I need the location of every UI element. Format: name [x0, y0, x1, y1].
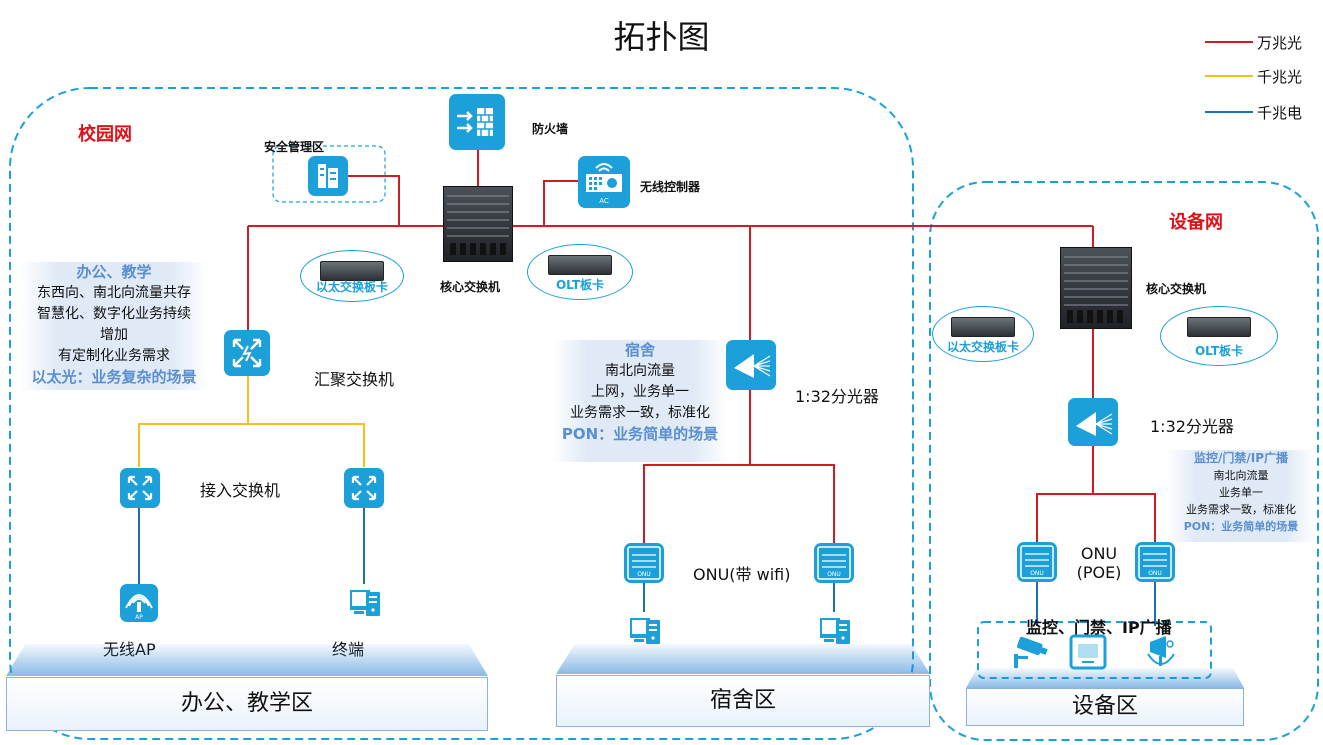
access-switch-icon[interactable] [120, 468, 160, 508]
legend-label: 千兆电 [1257, 104, 1303, 122]
onu-icon[interactable]: ONU [814, 543, 854, 583]
office-info-line: 智慧化、数字化业务持续 [37, 306, 191, 322]
ethernet-card-bubble: 以太交换板卡 [932, 306, 1034, 362]
ethernet-card-label: 以太交换板卡 [315, 280, 388, 294]
legend-label: 万兆光 [1257, 34, 1303, 52]
splitter-2-label: 1:32分光器 [1150, 417, 1234, 436]
firewall-label: 防火墙 [532, 122, 569, 136]
monitor-group-boundary [977, 621, 1212, 679]
line-card-icon [951, 317, 1015, 337]
chassis-slots-icon [1064, 256, 1128, 323]
equipment-info-footer: PON：业务简单的场景 [1183, 520, 1299, 533]
office-info-line: 东西向、南北向流量共存 [37, 285, 191, 301]
core-switch-chassis[interactable] [443, 186, 513, 262]
ethernet-card-bubble: 以太交换板卡 [300, 250, 404, 302]
monitor-group-label: 监控、门禁、IP广播 [1026, 618, 1172, 637]
ap-badge: AP [135, 614, 143, 621]
equipment-info-line: 南北向流量 [1213, 469, 1269, 482]
equipment-info-title: 监控/门禁/IP广播 [1193, 451, 1289, 465]
chassis-slots-icon [447, 195, 509, 255]
equipment-area-label: 设备区 [1071, 694, 1138, 719]
dorm-info-line: 上网，业务单一 [591, 384, 689, 400]
core-switch-label: 核心交换机 [440, 280, 501, 294]
aggregation-switch-icon[interactable] [224, 330, 270, 376]
equipment-info-box: 监控/门禁/IP广播 南北向流量 业务单一 业务需求一致，标准化 PON：业务简… [1166, 450, 1316, 542]
office-area-base: 办公、教学区 [6, 677, 488, 731]
office-area-platform [6, 644, 488, 676]
office-info-box: 办公、教学 东西向、南北向流量共存 智慧化、数字化业务持续 增加 有定制化业务需… [20, 262, 208, 390]
dorm-area-platform [556, 644, 930, 674]
equipment-info-line: 业务需求一致，标准化 [1186, 503, 1296, 516]
onu-badge: ONU [1148, 570, 1162, 577]
office-info-line: 增加 [100, 327, 128, 343]
access-switch-label: 接入交换机 [200, 481, 281, 500]
terminal-icon[interactable] [346, 584, 384, 622]
equipment-area-base: 设备区 [966, 688, 1244, 726]
equipment-area-platform [966, 668, 1244, 688]
olt-card-label: OLT板卡 [1194, 344, 1244, 358]
legend-label: 千兆光 [1257, 68, 1303, 86]
firewall-icon[interactable] [449, 94, 505, 150]
office-info-line: 有定制化业务需求 [58, 348, 170, 364]
ac-badge: AC [599, 197, 609, 205]
onu-poe-label: ONU (POE) [1076, 544, 1122, 582]
dorm-area-base: 宿舍区 [556, 675, 930, 727]
onu-icon[interactable]: ONU [1135, 542, 1175, 582]
office-info-title: 办公、教学 [76, 263, 152, 281]
splitter-label: 1:32分光器 [795, 387, 879, 406]
line-card-icon [548, 255, 612, 275]
olt-card-bubble: OLT板卡 [527, 244, 633, 300]
ethernet-card-label: 以太交换板卡 [946, 340, 1019, 354]
wireless-controller-icon[interactable]: AC [578, 156, 630, 208]
page-title: 拓扑图 [613, 18, 710, 56]
dorm-info-footer: PON：业务简单的场景 [561, 425, 719, 443]
legend-swatch [1205, 111, 1253, 113]
core-switch-chassis[interactable] [1060, 247, 1132, 329]
broadcast-speaker-icon[interactable] [1140, 630, 1182, 672]
olt-card-bubble: OLT板卡 [1160, 306, 1278, 366]
terminal-icon[interactable] [816, 612, 854, 650]
line-card-icon [1187, 317, 1251, 337]
onu-badge: ONU [1030, 570, 1044, 577]
access-control-icon[interactable] [1068, 632, 1108, 672]
wireless-ap-icon[interactable]: AP [120, 584, 158, 622]
dorm-info-line: 南北向流量 [605, 363, 675, 379]
legend-swatch [1205, 75, 1253, 77]
onu-badge: ONU [637, 571, 651, 578]
camera-icon[interactable] [1008, 630, 1050, 672]
terminal-icon[interactable] [626, 612, 664, 650]
onu-icon[interactable]: ONU [1017, 542, 1057, 582]
server-icon[interactable] [308, 156, 348, 196]
core-switch-2-label: 核心交换机 [1146, 282, 1207, 296]
campus-network-label: 校园网 [78, 124, 132, 145]
splitter-icon[interactable] [726, 340, 776, 390]
splitter-icon[interactable] [1068, 398, 1118, 446]
wireless-controller-label: 无线控制器 [640, 180, 701, 194]
dorm-info-box: 宿舍 南北向流量 上网，业务单一 业务需求一致，标准化 PON：业务简单的场景 [552, 340, 728, 462]
onu-wifi-label: ONU(带 wifi) [693, 565, 791, 584]
dorm-area-label: 宿舍区 [709, 688, 776, 713]
aggregation-switch-label: 汇聚交换机 [314, 370, 395, 389]
security-zone-label: 安全管理区 [264, 140, 325, 154]
onu-badge: ONU [827, 571, 841, 578]
line-card-icon [320, 261, 384, 281]
onu-icon[interactable]: ONU [624, 543, 664, 583]
equipment-network-boundary [929, 181, 1319, 741]
office-area-label: 办公、教学区 [180, 691, 313, 716]
office-info-footer: 以太光：业务复杂的场景 [31, 368, 197, 386]
access-switch-icon[interactable] [344, 468, 384, 508]
dorm-info-title: 宿舍 [624, 341, 655, 359]
security-zone-boundary [272, 145, 386, 203]
onu-poe-line: (POE) [1076, 563, 1122, 582]
onu-poe-line: ONU [1080, 544, 1118, 563]
equipment-network-label: 设备网 [1169, 212, 1223, 233]
dorm-info-line: 业务需求一致，标准化 [570, 405, 710, 421]
campus-network-boundary [9, 87, 914, 740]
legend-swatch [1205, 41, 1253, 43]
equipment-info-line: 业务单一 [1219, 486, 1263, 499]
olt-card-label: OLT板卡 [555, 278, 605, 292]
